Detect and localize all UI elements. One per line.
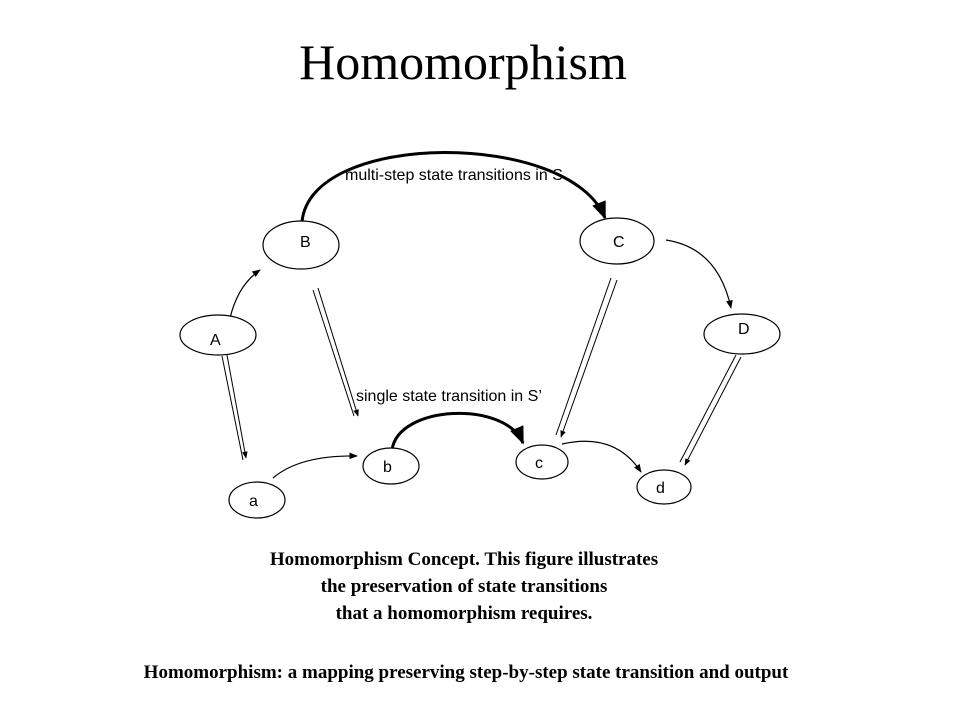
node-B-label: B [300, 234, 311, 251]
definition-footer: Homomorphism: a mapping preserving step-… [143, 662, 789, 683]
caption-line-3: that a homomorphism requires. [335, 603, 593, 624]
node-D-label: D [738, 321, 750, 338]
edge-c-to-d [561, 440, 642, 473]
caption-line-2: the preservation of state transitions [320, 576, 608, 597]
node-C: C [579, 217, 655, 265]
node-c: c [515, 444, 569, 480]
mapping-B-to-b [312, 287, 359, 417]
node-A-label: A [210, 332, 221, 349]
edge-A-to-B [229, 269, 261, 319]
node-A: A [179, 314, 257, 356]
node-c-label: c [535, 455, 543, 472]
edge-a-to-b [272, 452, 358, 479]
single-transition-label: single state transition in S’ [356, 388, 542, 405]
node-b-label: b [383, 459, 392, 476]
caption-line-1: Homomorphism Concept. This figure illust… [269, 549, 659, 570]
mapping-C-to-c [555, 277, 618, 438]
multi-step-transition-label: multi-step state transitions in S [345, 167, 563, 184]
node-C-label: C [613, 234, 625, 251]
figure-caption: Homomorphism Concept. This figure illust… [160, 546, 768, 627]
node-d: d [636, 469, 692, 505]
node-D: D [703, 313, 781, 355]
edge-B-to-C-multistep [300, 151, 607, 223]
edge-b-to-c-single [390, 411, 525, 451]
node-b: b [362, 447, 420, 485]
node-B: B [262, 220, 340, 270]
slide-title: Homomorphism [299, 34, 627, 90]
node-a-label: a [249, 493, 258, 510]
node-a: a [228, 481, 286, 519]
mapping-D-to-d [679, 354, 742, 466]
mapping-A-to-a [221, 354, 248, 461]
node-d-label: d [656, 480, 665, 497]
edge-C-to-D [665, 239, 733, 309]
